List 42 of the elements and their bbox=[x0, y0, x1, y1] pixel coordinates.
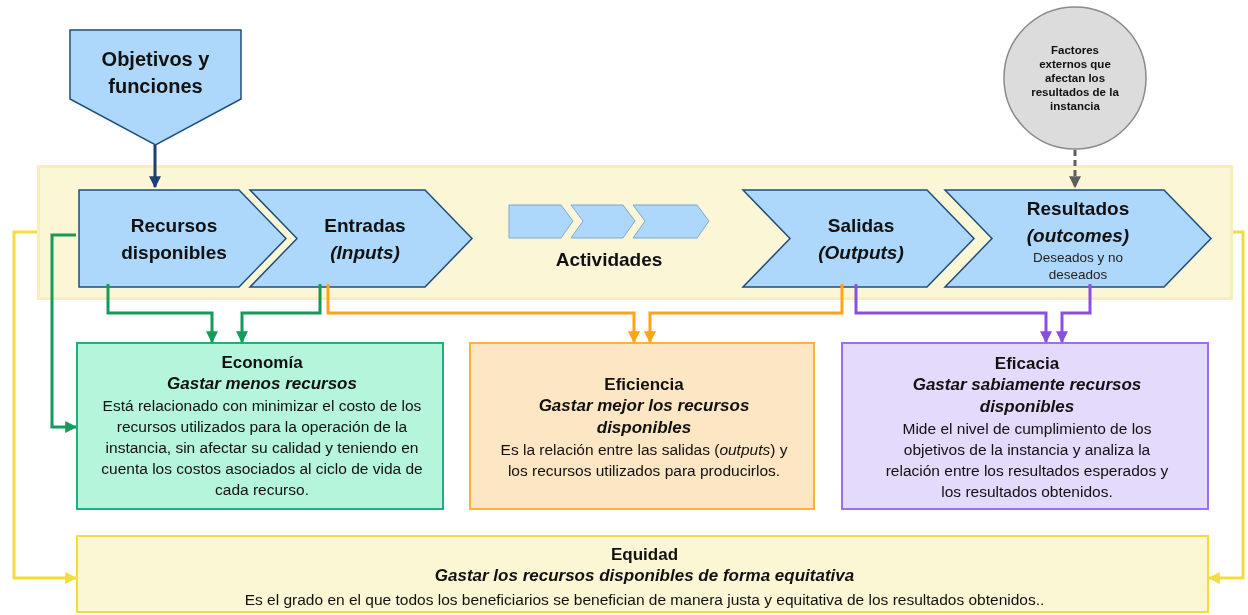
step-label: Actividades bbox=[555, 249, 663, 271]
card-title: Eficiencia bbox=[604, 375, 684, 395]
arrow bbox=[1069, 150, 1081, 189]
card-description: Está relacionado con minimizar el costo de los recursos utilizados para la operación de la instancia, sin afectar su calidad y teniendo en cuenta los costos asociados al ciclo de vida de cada recurso. bbox=[100, 395, 424, 500]
arrow bbox=[12, 230, 78, 584]
concept-card bbox=[76, 342, 444, 510]
circle-label: Factores externos que afectan los resultados de la instancia bbox=[1031, 43, 1119, 113]
card-description: Es el grado en el que todos los beneficiarios se benefician de manera justa y equitativa de los resultados obtenidos.. bbox=[244, 589, 1045, 610]
step-note: Deseados y no deseados bbox=[1031, 249, 1125, 283]
card-description: Es la relación entre las salidas (outputs) y los recursos utilizados para producirlos. bbox=[499, 440, 789, 481]
process-step-shape bbox=[79, 190, 286, 287]
arrow bbox=[236, 284, 322, 344]
arrow bbox=[106, 284, 218, 344]
concept-card bbox=[841, 342, 1209, 510]
card-subtitle: Gastar menos recursos bbox=[167, 372, 357, 395]
process-band bbox=[37, 165, 1233, 300]
card-title: Economía bbox=[221, 352, 303, 373]
arrow bbox=[1207, 230, 1245, 584]
card-subtitle: Gastar mejor los recursos disponibles bbox=[537, 395, 751, 439]
process-step-shape bbox=[250, 190, 472, 287]
step-label: Resultados (outcomes) bbox=[1025, 197, 1131, 248]
process-step-shape bbox=[945, 190, 1211, 287]
concept-card bbox=[76, 535, 1209, 613]
step-label: Entradas (Inputs) bbox=[323, 213, 407, 265]
arrow bbox=[644, 284, 844, 344]
arrow bbox=[149, 145, 161, 189]
arrow bbox=[50, 233, 78, 433]
external-factors-circle bbox=[1003, 6, 1147, 150]
step-label: Objetivos y funciones bbox=[100, 47, 211, 99]
card-description: Mide el nivel de cumplimiento de los objetivos de la instancia y analiza la relación entre los resultados esperados y los resultados obtenidos. bbox=[884, 419, 1170, 502]
objective-pentagon bbox=[70, 30, 241, 145]
step-label: Recursos disponibles bbox=[120, 213, 228, 265]
arrow bbox=[854, 284, 1052, 344]
step-label: Salidas (Outputs) bbox=[817, 213, 905, 265]
arrow bbox=[1056, 284, 1092, 344]
concept-card bbox=[469, 342, 815, 510]
card-subtitle: Gastar sabiamente recursos disponibles bbox=[911, 374, 1143, 418]
process-step-shape bbox=[743, 190, 974, 287]
arrow bbox=[326, 284, 640, 344]
card-title: Eficacia bbox=[994, 354, 1060, 374]
card-subtitle: Gastar los recursos disponibles de forma equitativa bbox=[434, 564, 855, 587]
card-title: Equidad bbox=[610, 544, 679, 565]
